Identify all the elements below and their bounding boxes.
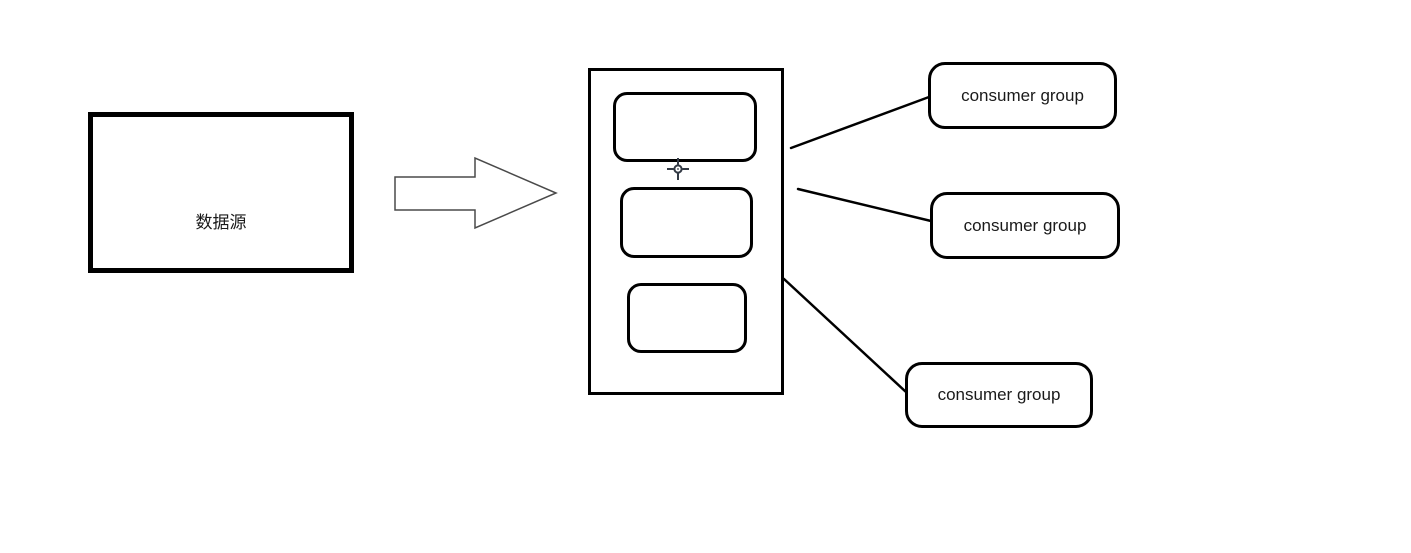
partition-box-3[interactable] bbox=[627, 283, 747, 353]
connector-line-3[interactable] bbox=[782, 277, 908, 394]
consumer-group-label-3: consumer group bbox=[937, 385, 1061, 404]
data-source-label: 数据源 bbox=[195, 213, 247, 232]
consumer-group-box-2[interactable]: consumer group bbox=[930, 192, 1120, 259]
partition-box-2[interactable] bbox=[620, 187, 753, 258]
consumer-group-label-1: consumer group bbox=[961, 85, 1084, 105]
block-arrow-shape[interactable] bbox=[394, 156, 558, 230]
consumer-group-box-3[interactable]: consumer group bbox=[905, 362, 1093, 428]
consumer-group-box-1[interactable]: consumer group bbox=[928, 62, 1117, 129]
topic-container-box[interactable] bbox=[588, 68, 784, 395]
consumer-group-label-2: consumer group bbox=[963, 215, 1087, 235]
block-arrow-right-icon bbox=[394, 156, 558, 230]
partition-box-1[interactable] bbox=[613, 92, 757, 162]
data-source-box[interactable]: 数据源 bbox=[88, 112, 354, 273]
connector-line-2[interactable] bbox=[796, 187, 933, 223]
connector-line-1[interactable] bbox=[789, 95, 931, 150]
